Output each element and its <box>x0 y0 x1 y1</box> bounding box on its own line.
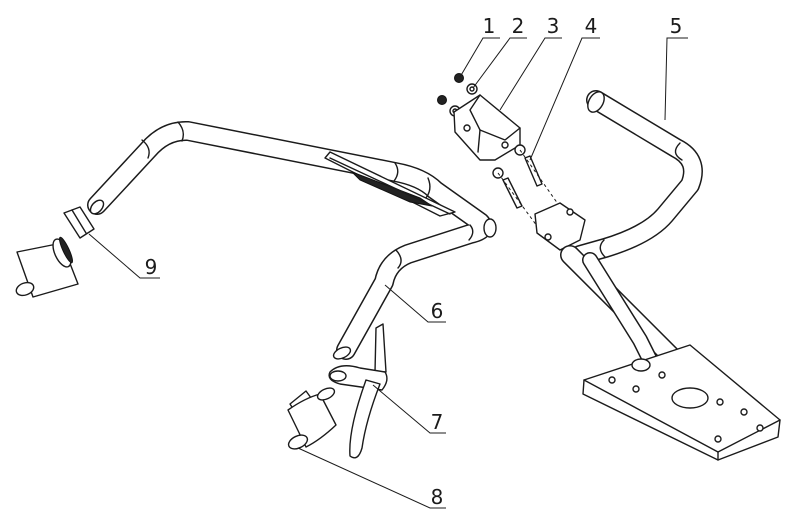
callout-3: 3 <box>547 14 560 38</box>
callout-9: 9 <box>145 255 158 279</box>
callout-4: 4 <box>585 14 598 38</box>
callout-labels: 1 2 3 4 5 6 7 8 9 <box>145 14 683 509</box>
callout-5: 5 <box>670 14 683 38</box>
callout-leaders <box>88 37 688 509</box>
callout-8: 8 <box>431 485 444 509</box>
handlebar-cross-brace <box>324 151 456 217</box>
stand-frame <box>560 90 781 461</box>
left-grip-assembly <box>15 206 95 298</box>
callout-6: 6 <box>431 299 444 323</box>
fastener-assembly <box>437 73 586 251</box>
brake-lever-assembly <box>287 323 388 459</box>
callout-7: 7 <box>431 410 444 434</box>
callout-1: 1 <box>483 14 496 38</box>
callout-2: 2 <box>512 14 525 38</box>
handlebar-tube <box>87 120 497 360</box>
